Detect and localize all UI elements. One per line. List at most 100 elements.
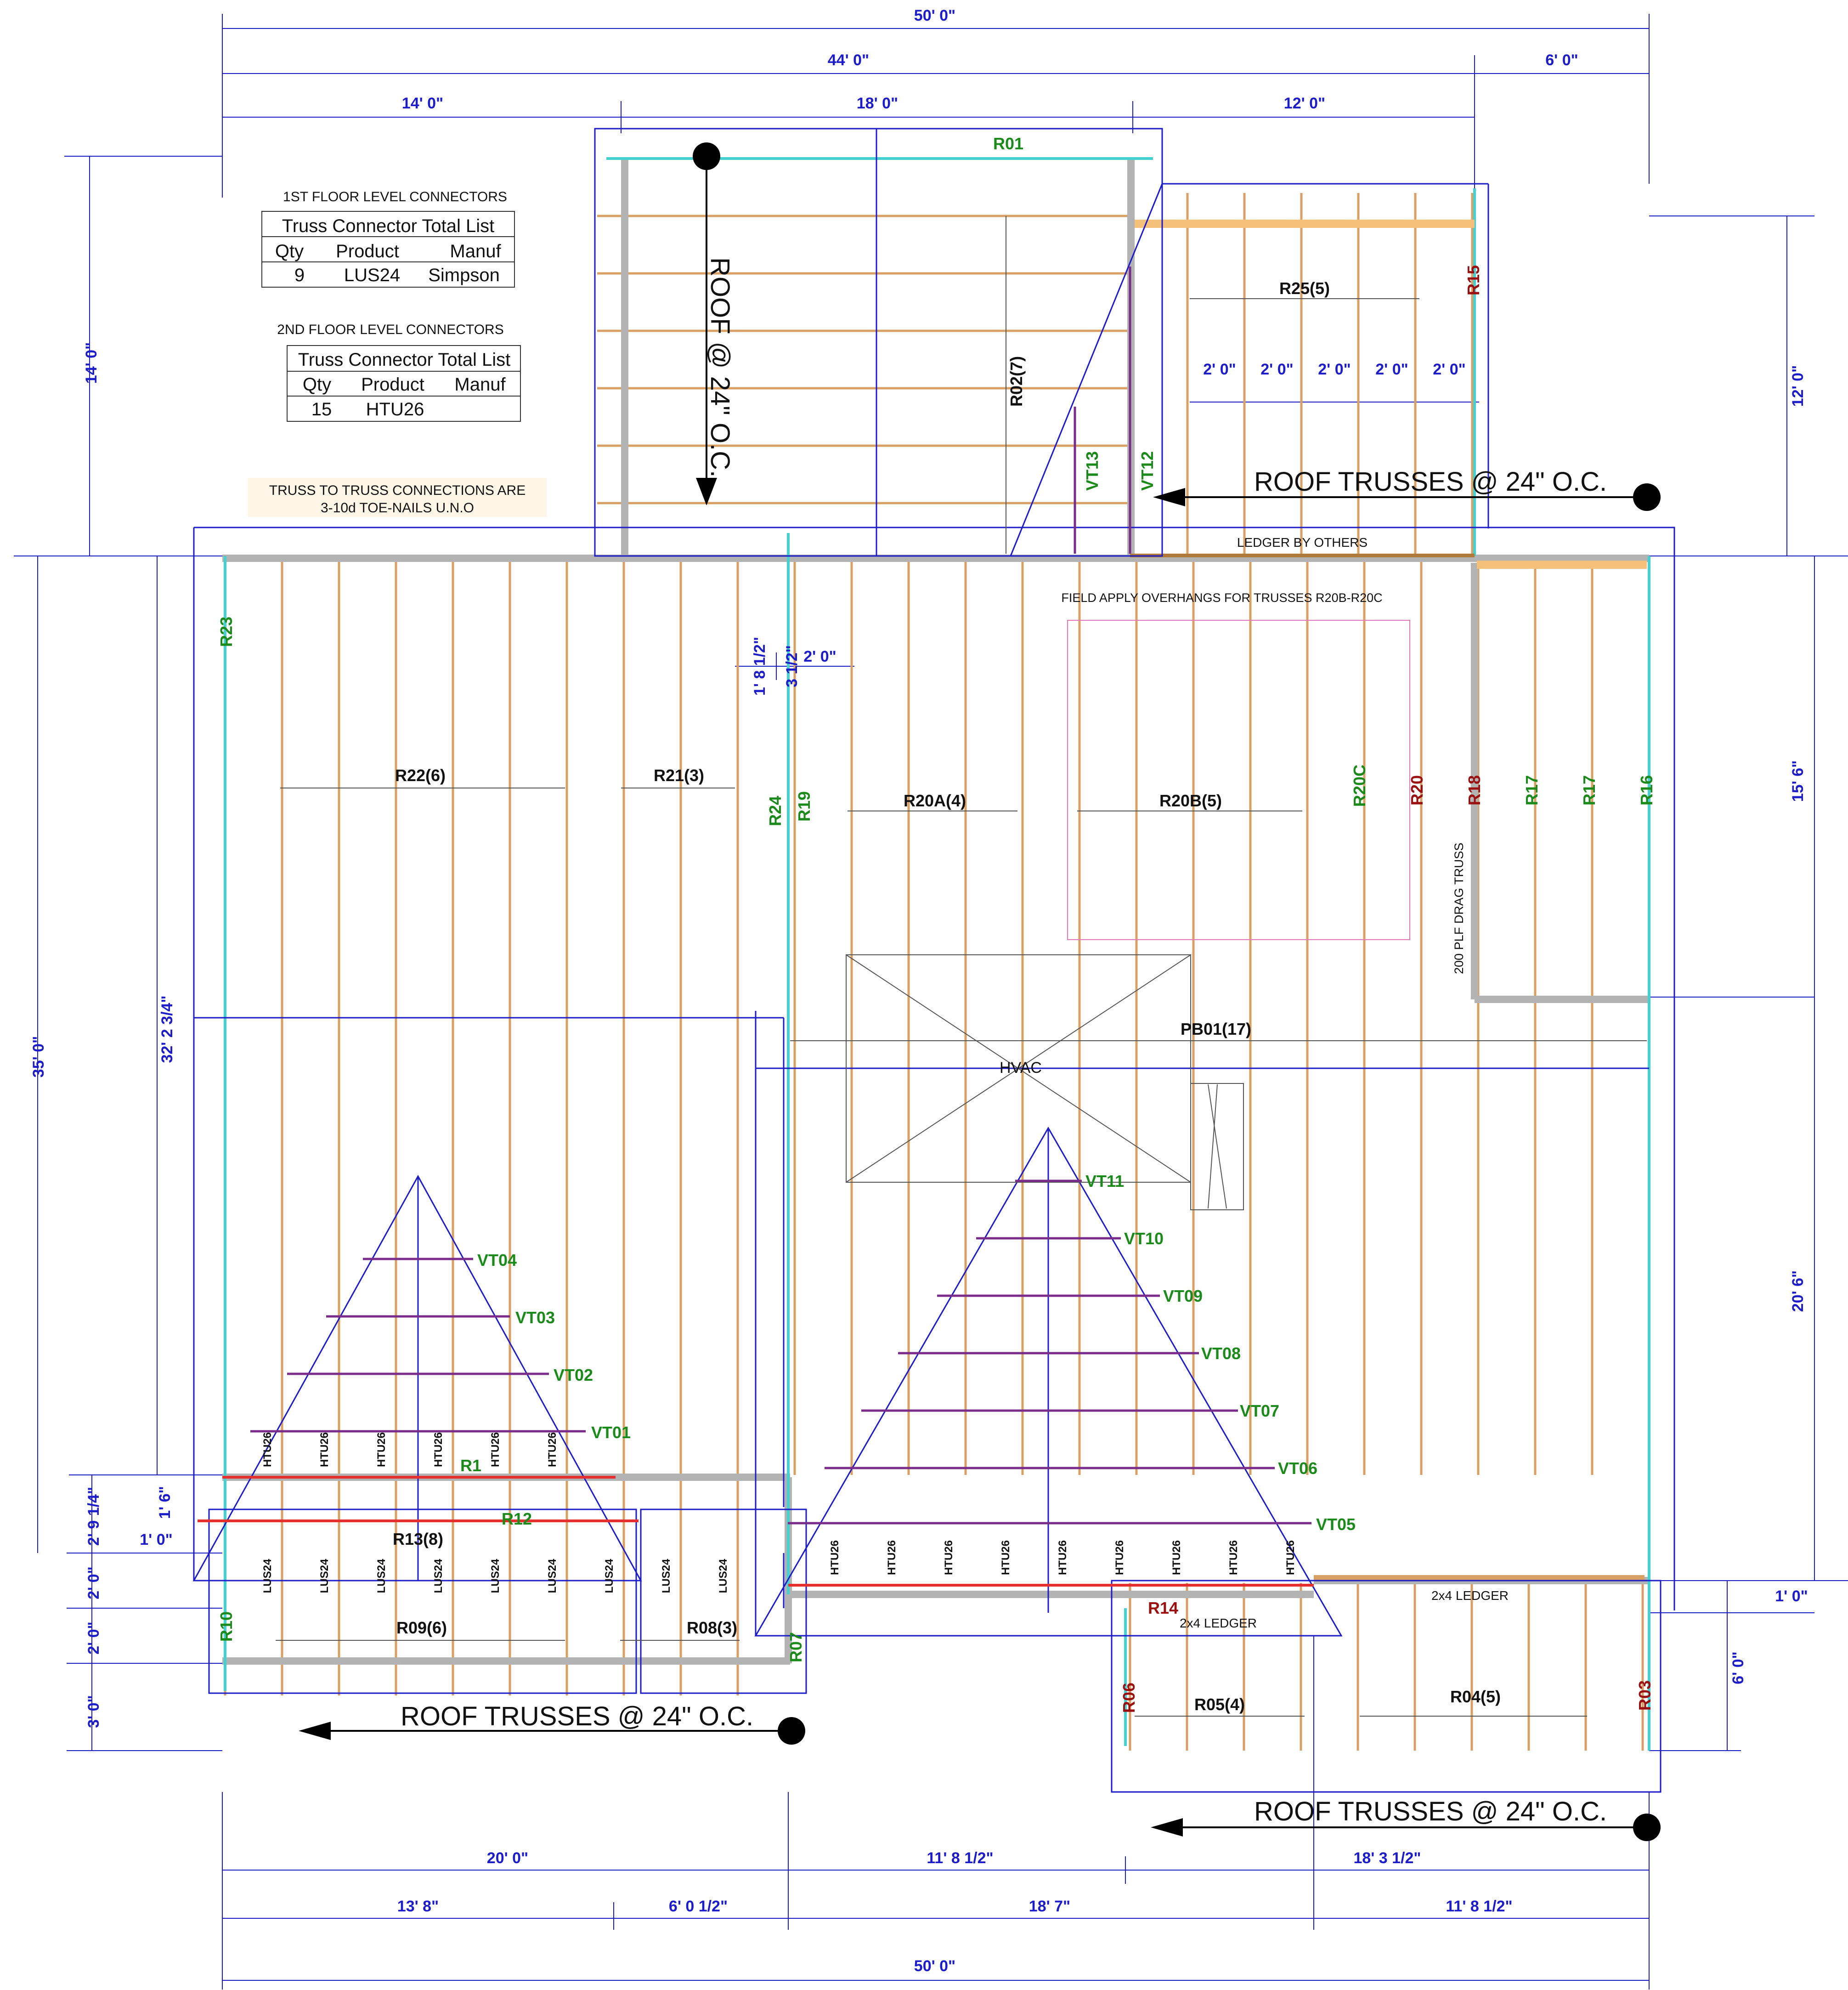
second-floor-title: Truss Connector Total List bbox=[298, 350, 510, 370]
dimension-labels: 50' 0" 44' 0" 6' 0" 14' 0" 18' 0" 12' 0"… bbox=[30, 7, 1808, 1975]
label-R24: R24 bbox=[766, 796, 785, 826]
dim-left-2-9: 2' 9 1/4" bbox=[85, 1487, 102, 1546]
label-R13: R13(8) bbox=[393, 1530, 443, 1548]
dim-spacing-1: 2' 0" bbox=[1203, 361, 1236, 378]
dim-left-14: 14' 0" bbox=[83, 342, 100, 384]
second-floor-col-product: Product bbox=[361, 374, 424, 395]
label-VT09: VT09 bbox=[1163, 1287, 1203, 1305]
htu-connector: HTU26 bbox=[943, 1540, 955, 1575]
label-VT08: VT08 bbox=[1201, 1344, 1241, 1363]
label-R20A: R20A(4) bbox=[904, 791, 966, 810]
htu-connector: HTU26 bbox=[1284, 1540, 1297, 1575]
roof-note-upper-right: ROOF TRUSSES @ 24" O.C. bbox=[1254, 467, 1607, 497]
dim-6: 6' 0" bbox=[1545, 51, 1578, 69]
dim-bottom-20: 20' 0" bbox=[487, 1849, 528, 1867]
label-R18: R18 bbox=[1465, 775, 1484, 805]
hvac-label: HVAC bbox=[1000, 1059, 1042, 1077]
span-arrows bbox=[276, 216, 1647, 1717]
connector-table-first-floor: 1ST FLOOR LEVEL CONNECTORS Truss Connect… bbox=[261, 189, 515, 288]
label-VT01: VT01 bbox=[591, 1423, 631, 1442]
dim-left-2-0b: 2' 0" bbox=[85, 1621, 102, 1654]
htu-connector: HTU26 bbox=[489, 1432, 502, 1467]
label-R20B: R20B(5) bbox=[1159, 791, 1222, 810]
first-floor-product: LUS24 bbox=[344, 265, 400, 285]
label-VT13: VT13 bbox=[1083, 451, 1102, 491]
htu-connector: HTU26 bbox=[432, 1432, 445, 1467]
lus-connector: LUS24 bbox=[261, 1559, 274, 1593]
lus-connector: LUS24 bbox=[318, 1559, 331, 1593]
dim-bottom-11-8b: 11' 8 1/2" bbox=[1446, 1898, 1512, 1915]
label-R20C: R20C bbox=[1350, 765, 1369, 807]
htu-connector: HTU26 bbox=[546, 1432, 559, 1467]
label-R10: R10 bbox=[217, 1611, 236, 1642]
ledger-by-others-line bbox=[1130, 554, 1475, 557]
dim-right-6-0: 6' 0" bbox=[1729, 1651, 1747, 1684]
first-floor-col-qty: Qty bbox=[275, 241, 304, 261]
dim-spacing-4: 2' 0" bbox=[1375, 361, 1408, 378]
drag-truss-note: 200 PLF DRAG TRUSS bbox=[1452, 843, 1466, 974]
dim-right-15-6: 15' 6" bbox=[1789, 760, 1807, 802]
lus-connector: LUS24 bbox=[489, 1559, 502, 1593]
valley-lines bbox=[250, 266, 1311, 1525]
dim-spacing-2: 2' 0" bbox=[1260, 361, 1293, 378]
label-VT02: VT02 bbox=[554, 1366, 593, 1384]
lus-connector: LUS24 bbox=[603, 1559, 616, 1593]
truss-labels: R01 R02(7) R25(5) R15 VT13 VT12 R23 R22(… bbox=[217, 134, 1656, 1714]
toe-nail-note-line2: 3-10d TOE-NAILS U.N.O bbox=[321, 500, 474, 516]
dim-14: 14' 0" bbox=[402, 95, 443, 112]
dim-inner-2-0: 2' 0" bbox=[803, 648, 836, 665]
dim-right-20-6: 20' 6" bbox=[1789, 1270, 1807, 1312]
girder-lines bbox=[198, 1476, 1314, 1587]
dim-right-1-0: 1' 0" bbox=[1775, 1587, 1808, 1605]
ledger-by-others-note: LEDGER BY OTHERS bbox=[1237, 535, 1368, 550]
ledger-2x4-right: 2x4 LEDGER bbox=[1431, 1588, 1509, 1603]
second-floor-heading: 2ND FLOOR LEVEL CONNECTORS bbox=[277, 322, 503, 337]
label-R07: R07 bbox=[786, 1632, 805, 1662]
dim-overall-bottom: 50' 0" bbox=[914, 1957, 955, 1975]
dim-bottom-18-7: 18' 7" bbox=[1029, 1898, 1070, 1915]
label-R12: R12 bbox=[502, 1509, 532, 1528]
dim-left-1-6: 1' 6" bbox=[156, 1486, 174, 1519]
dim-inner-3-5: 3 1/2" bbox=[783, 645, 801, 687]
first-floor-heading: 1ST FLOOR LEVEL CONNECTORS bbox=[283, 189, 507, 204]
dim-left-3-0: 3' 0" bbox=[85, 1695, 102, 1728]
dim-bottom-11-8a: 11' 8 1/2" bbox=[927, 1849, 993, 1867]
label-VT10: VT10 bbox=[1124, 1229, 1164, 1248]
label-VT05: VT05 bbox=[1316, 1515, 1356, 1534]
ledger-2x4-center: 2x4 LEDGER bbox=[1180, 1616, 1257, 1630]
upper-truss-lines bbox=[597, 193, 1474, 556]
label-R05: R05(4) bbox=[1194, 1695, 1245, 1714]
label-R17b: R17 bbox=[1580, 775, 1599, 805]
toe-nail-note-line1: TRUSS TO TRUSS CONNECTIONS ARE bbox=[269, 483, 526, 498]
label-VT11: VT11 bbox=[1085, 1172, 1124, 1191]
connector-table-second-floor: 2ND FLOOR LEVEL CONNECTORS Truss Connect… bbox=[277, 322, 521, 422]
right-ledger bbox=[1477, 561, 1647, 569]
dim-left-35: 35' 0" bbox=[30, 1036, 47, 1077]
field-apply-note: FIELD APPLY OVERHANGS FOR TRUSSES R20B-R… bbox=[1061, 591, 1382, 605]
truss-lines bbox=[224, 558, 1650, 1751]
dim-18: 18' 0" bbox=[857, 95, 898, 112]
second-floor-col-manuf: Manuf bbox=[454, 374, 506, 395]
dim-12: 12' 0" bbox=[1284, 95, 1325, 112]
htu-connector: HTU26 bbox=[318, 1432, 331, 1467]
label-R19: R19 bbox=[795, 791, 814, 822]
lus-connector: LUS24 bbox=[660, 1559, 673, 1593]
roof-note-lower-right: ROOF TRUSSES @ 24" O.C. bbox=[1254, 1797, 1607, 1826]
htu-connector: HTU26 bbox=[1170, 1540, 1183, 1575]
htu-connector: HTU26 bbox=[1227, 1540, 1240, 1575]
roof-note-lower-left: ROOF TRUSSES @ 24" O.C. bbox=[401, 1701, 753, 1731]
label-R22: R22(6) bbox=[395, 766, 446, 785]
dim-spacing-5: 2' 0" bbox=[1433, 361, 1465, 378]
roof-outlines bbox=[192, 128, 1675, 1793]
upper-ledger bbox=[1135, 220, 1475, 228]
dim-inner-1-8: 1' 8 1/2" bbox=[751, 637, 769, 696]
label-VT12: VT12 bbox=[1138, 451, 1157, 491]
lus-connector: LUS24 bbox=[717, 1559, 729, 1593]
htu-connector: HTU26 bbox=[829, 1540, 841, 1575]
first-floor-col-manuf: Manuf bbox=[450, 241, 501, 261]
label-R03: R03 bbox=[1635, 1680, 1654, 1711]
label-R1: R1 bbox=[460, 1456, 481, 1475]
label-VT06: VT06 bbox=[1278, 1459, 1317, 1478]
label-R09: R09(6) bbox=[396, 1618, 447, 1637]
